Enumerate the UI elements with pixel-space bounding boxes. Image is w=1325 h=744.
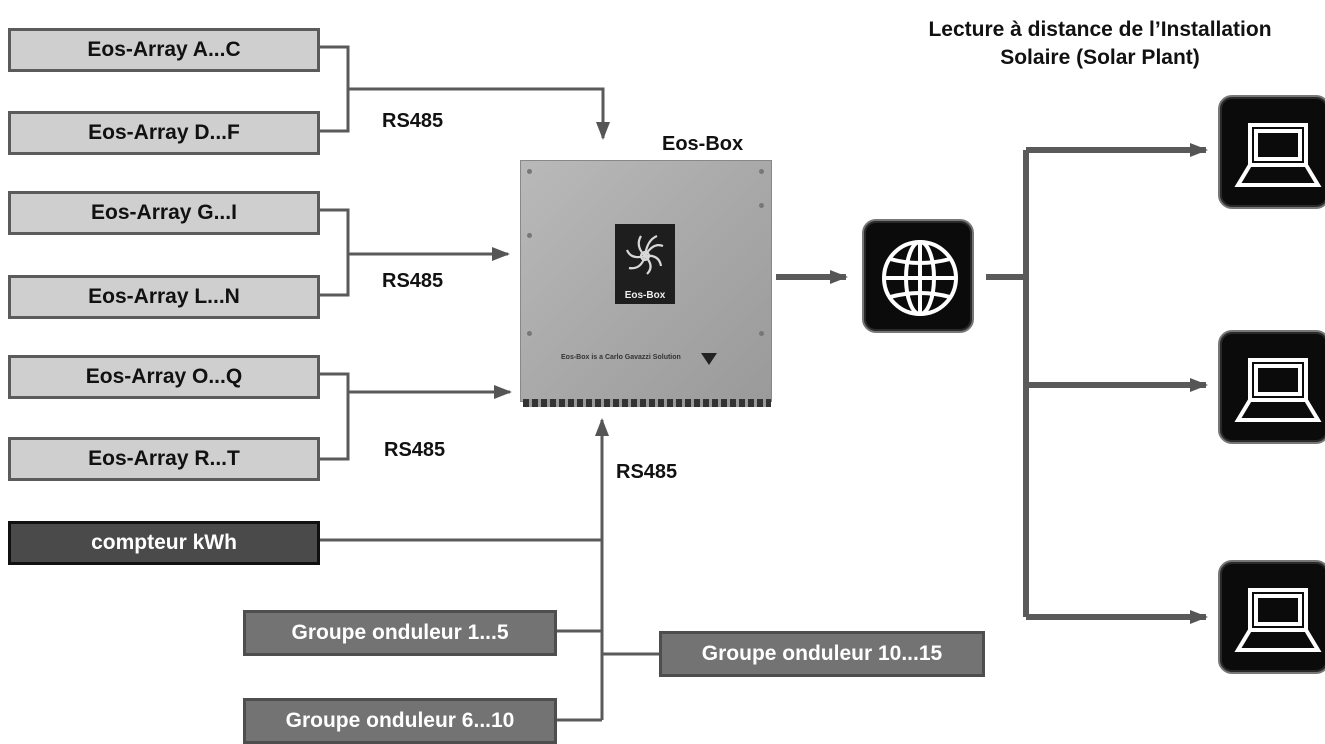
device-caption: Eos-Box is a Carlo Gavazzi Solution [561, 354, 681, 361]
laptop-icon [1234, 358, 1322, 422]
eos-array-box: Eos-Array G...I [8, 191, 320, 235]
kwh-meter-box: compteur kWh [8, 521, 320, 565]
screw [527, 169, 532, 174]
title-line-1: Lecture à distance de l’Installation [928, 18, 1272, 41]
rs485-label: RS485 [384, 439, 446, 461]
connector-ports [523, 399, 771, 407]
remote-client [1218, 560, 1325, 674]
screw [527, 331, 532, 336]
internet-node [862, 219, 974, 333]
eos-box-logo: Eos-Box [615, 224, 675, 304]
inverter-group-box: Groupe onduleur 10...15 [659, 631, 985, 677]
remote-reading-title: Lecture à distance de l’Installation Sol… [875, 16, 1325, 72]
screw [759, 203, 764, 208]
eos-array-box: Eos-Array O...Q [8, 355, 320, 399]
sun-swirl-icon [625, 234, 664, 275]
rs485-label: RS485 [616, 461, 678, 483]
eos-array-box: Eos-Array D...F [8, 111, 320, 155]
rs485-label: RS485 [382, 270, 444, 292]
eos-box-label: Eos-Box [662, 133, 744, 155]
screw [759, 331, 764, 336]
eos-array-box: Eos-Array L...N [8, 275, 320, 319]
laptop-icon [1234, 588, 1322, 652]
eos-array-box: Eos-Array A...C [8, 28, 320, 72]
inverter-group-box: Groupe onduleur 1...5 [243, 610, 557, 656]
logo-text: Eos-Box [624, 290, 666, 301]
screw [527, 233, 532, 238]
eos-box-device: Eos-Box Eos-Box is a Carlo Gavazzi Solut… [520, 160, 772, 407]
eos-array-box: Eos-Array R...T [8, 437, 320, 481]
title-line-2: Solaire (Solar Plant) [1000, 46, 1200, 69]
laptop-icon [1234, 123, 1322, 187]
globe-icon [882, 240, 958, 316]
inverter-group-box: Groupe onduleur 6...10 [243, 698, 557, 744]
carlo-gavazzi-logo-icon [701, 353, 717, 365]
remote-client [1218, 330, 1325, 444]
screw [759, 169, 764, 174]
remote-client [1218, 95, 1325, 209]
rs485-label: RS485 [382, 110, 444, 132]
